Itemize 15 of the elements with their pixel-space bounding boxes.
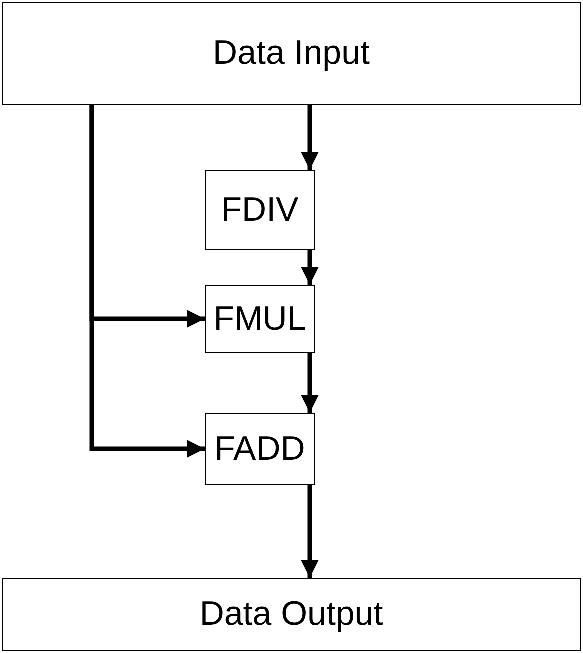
arrow — [301, 250, 319, 285]
box-label: Data Output — [200, 595, 384, 634]
box-label: FMUL — [214, 300, 306, 338]
arrow — [90, 105, 205, 458]
process-box — [205, 170, 315, 250]
process-box — [2, 2, 581, 105]
arrow — [301, 105, 319, 170]
process-box — [205, 413, 315, 485]
box-label: FADD — [214, 430, 306, 468]
arrow — [301, 353, 319, 413]
box-label: Data Input — [213, 34, 370, 73]
box-label: FDIV — [221, 190, 299, 230]
arrow — [301, 485, 319, 578]
process-box — [2, 578, 581, 651]
process-box — [205, 285, 315, 353]
